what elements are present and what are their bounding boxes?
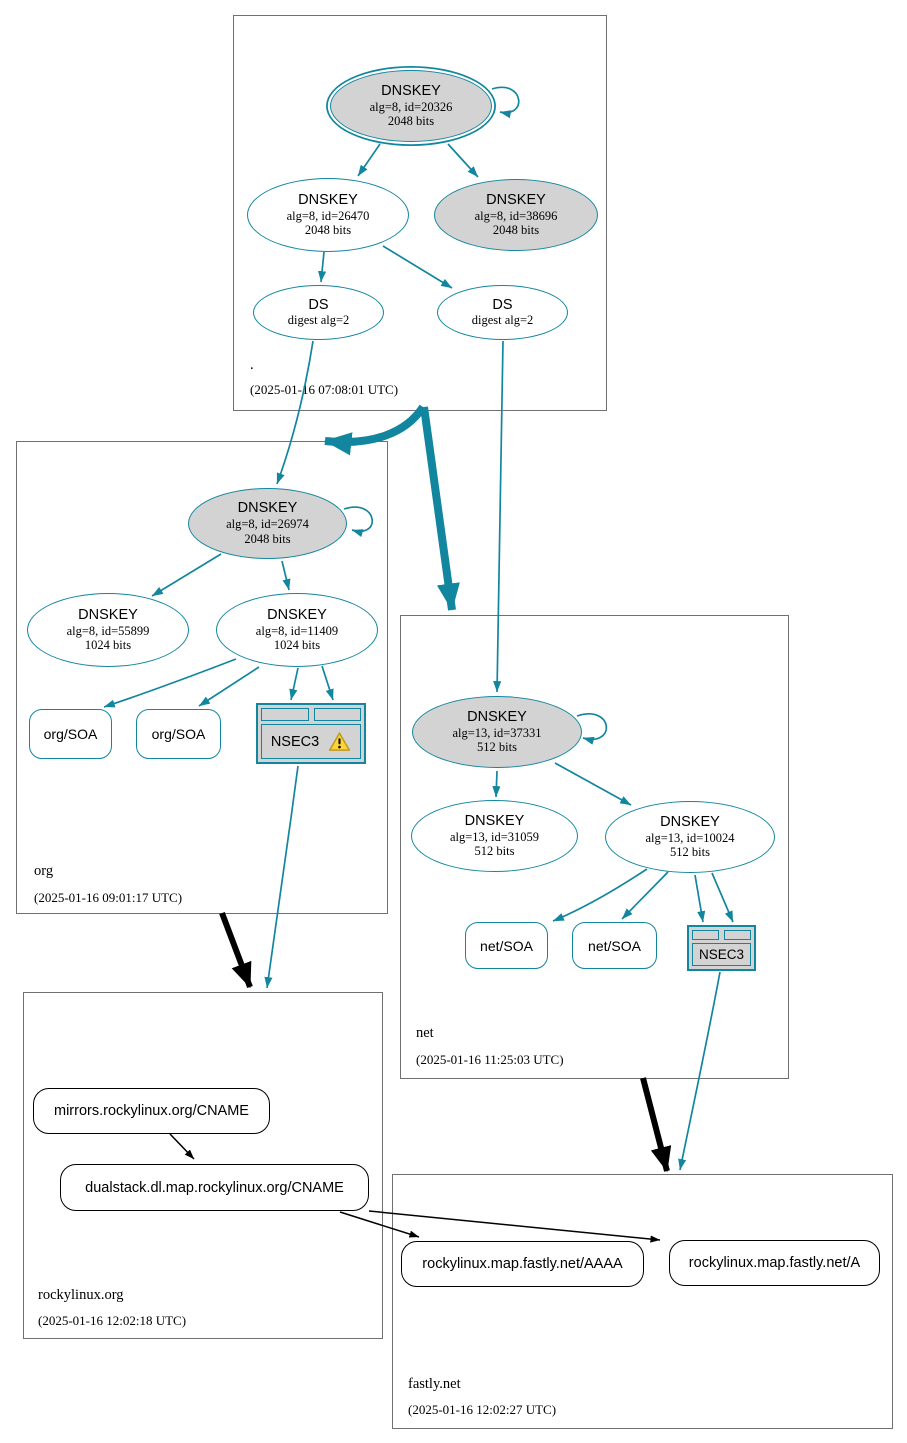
node-detail: alg=8, id=38696: [474, 208, 558, 223]
node-detail: 2048 bits: [244, 531, 291, 546]
node-detail: alg=8, id=55899: [66, 623, 150, 638]
zone-name-net: net: [416, 1025, 434, 1041]
fastly-aaaa-node[interactable]: rockylinux.map.fastly.net/AAAA: [401, 1241, 644, 1287]
zone-name-root: .: [250, 357, 254, 373]
node-detail: 512 bits: [670, 845, 710, 860]
net-soa-node-1[interactable]: net/SOA: [465, 922, 548, 969]
nsec3-cell: [261, 708, 309, 721]
node-detail: 2048 bits: [387, 114, 435, 129]
node-title: DNSKEY: [660, 813, 720, 830]
zone-name-fastly-net: fastly.net: [408, 1376, 461, 1392]
dualstack-cname-node[interactable]: dualstack.dl.map.rockylinux.org/CNAME: [60, 1164, 369, 1211]
node-detail: alg=8, id=26470: [286, 208, 370, 223]
warning-icon[interactable]: [328, 731, 351, 752]
node-detail: alg=13, id=37331: [452, 725, 542, 740]
node-title: DNSKEY: [486, 191, 546, 208]
node-title: dualstack.dl.map.rockylinux.org/CNAME: [85, 1179, 344, 1196]
zone-timestamp-root: (2025-01-16 07:08:01 UTC): [250, 382, 399, 397]
node-title: org/SOA: [43, 726, 98, 742]
fastly-a-node[interactable]: rockylinux.map.fastly.net/A: [669, 1240, 880, 1286]
org-dnskey-11409-node[interactable]: DNSKEY alg=8, id=11409 1024 bits: [216, 593, 378, 667]
node-title: mirrors.rockylinux.org/CNAME: [54, 1103, 249, 1119]
nsec3-header-cells: [692, 930, 751, 940]
net-soa-node-2[interactable]: net/SOA: [572, 922, 657, 969]
zone-timestamp-org: (2025-01-16 09:01:17 UTC): [34, 890, 183, 905]
mirrors-cname-node[interactable]: mirrors.rockylinux.org/CNAME: [33, 1088, 270, 1134]
node-detail: alg=8, id=26974: [226, 517, 309, 532]
node-title: DNSKEY: [237, 500, 298, 517]
node-detail: 512 bits: [474, 844, 515, 859]
root-ds-net-node[interactable]: DS digest alg=2: [437, 285, 568, 340]
zone-box-fastly-net: fastly.net (2025-01-16 12:02:27 UTC): [392, 1174, 893, 1429]
root-dnskey-26470-node[interactable]: DNSKEY alg=8, id=26470 2048 bits: [247, 178, 409, 252]
net-dnskey-31059-node[interactable]: DNSKEY alg=13, id=31059 512 bits: [411, 800, 578, 872]
edge-org-to-rockylinux-delegation: [219, 911, 253, 989]
node-title: DNSKEY: [267, 606, 327, 623]
node-title: org/SOA: [151, 726, 206, 742]
node-title: DNSKEY: [381, 82, 441, 99]
nsec3-cell: [692, 930, 719, 940]
node-detail: 2048 bits: [492, 223, 540, 238]
zone-timestamp-net: (2025-01-16 11:25:03 UTC): [416, 1052, 564, 1067]
nsec3-label: NSEC3: [270, 733, 320, 750]
node-title: net/SOA: [480, 937, 533, 954]
node-title: DS: [492, 296, 513, 313]
node-detail: 512 bits: [477, 740, 517, 755]
org-soa-node-1[interactable]: org/SOA: [29, 709, 112, 759]
node-detail: 1024 bits: [84, 638, 132, 653]
node-title: rockylinux.map.fastly.net/AAAA: [422, 1256, 623, 1272]
edge-net-to-fastly-delegation: [640, 1077, 672, 1173]
edge-root-to-org-delegation: [324, 404, 427, 456]
org-nsec3-node[interactable]: NSEC3: [256, 703, 366, 764]
org-dnskey-26974-node[interactable]: DNSKEY alg=8, id=26974 2048 bits: [188, 488, 347, 559]
node-title: DNSKEY: [464, 812, 525, 829]
zone-timestamp-fastly-net: (2025-01-16 12:02:27 UTC): [408, 1402, 557, 1417]
node-detail: alg=8, id=20326: [369, 99, 453, 114]
node-detail: 1024 bits: [273, 638, 321, 653]
node-detail: alg=13, id=10024: [645, 830, 735, 845]
nsec3-header-cells: [261, 708, 361, 721]
node-title: net/SOA: [588, 937, 641, 954]
node-title: DNSKEY: [467, 708, 527, 725]
zone-name-rockylinux-org: rockylinux.org: [38, 1287, 124, 1303]
node-detail: alg=13, id=31059: [449, 829, 540, 844]
root-dnskey-20326-node[interactable]: DNSKEY alg=8, id=20326 2048 bits: [330, 70, 492, 142]
root-ds-org-node[interactable]: DS digest alg=2: [253, 285, 384, 340]
node-title: rockylinux.map.fastly.net/A: [688, 1255, 861, 1271]
zone-timestamp-rockylinux-org: (2025-01-16 12:02:18 UTC): [38, 1313, 187, 1328]
node-title: DNSKEY: [298, 191, 358, 208]
node-detail: digest alg=2: [471, 313, 534, 328]
edge-root-to-net-delegation: [420, 406, 460, 611]
nsec3-cell: [724, 930, 751, 940]
node-detail: alg=8, id=11409: [255, 623, 339, 638]
org-soa-node-2[interactable]: org/SOA: [136, 709, 221, 759]
node-title: DNSKEY: [78, 606, 138, 623]
net-dnskey-37331-node[interactable]: DNSKEY alg=13, id=37331 512 bits: [412, 696, 582, 768]
root-dnskey-38696-node[interactable]: DNSKEY alg=8, id=38696 2048 bits: [434, 179, 598, 251]
net-nsec3-node[interactable]: NSEC3: [687, 925, 756, 971]
org-dnskey-55899-node[interactable]: DNSKEY alg=8, id=55899 1024 bits: [27, 593, 189, 667]
net-dnskey-10024-node[interactable]: DNSKEY alg=13, id=10024 512 bits: [605, 801, 775, 873]
node-detail: 2048 bits: [304, 223, 352, 238]
nsec3-label: NSEC3: [698, 947, 744, 962]
node-detail: digest alg=2: [287, 313, 350, 328]
zone-name-org: org: [34, 863, 54, 879]
nsec3-cell: [313, 708, 361, 721]
node-title: DS: [308, 296, 329, 313]
